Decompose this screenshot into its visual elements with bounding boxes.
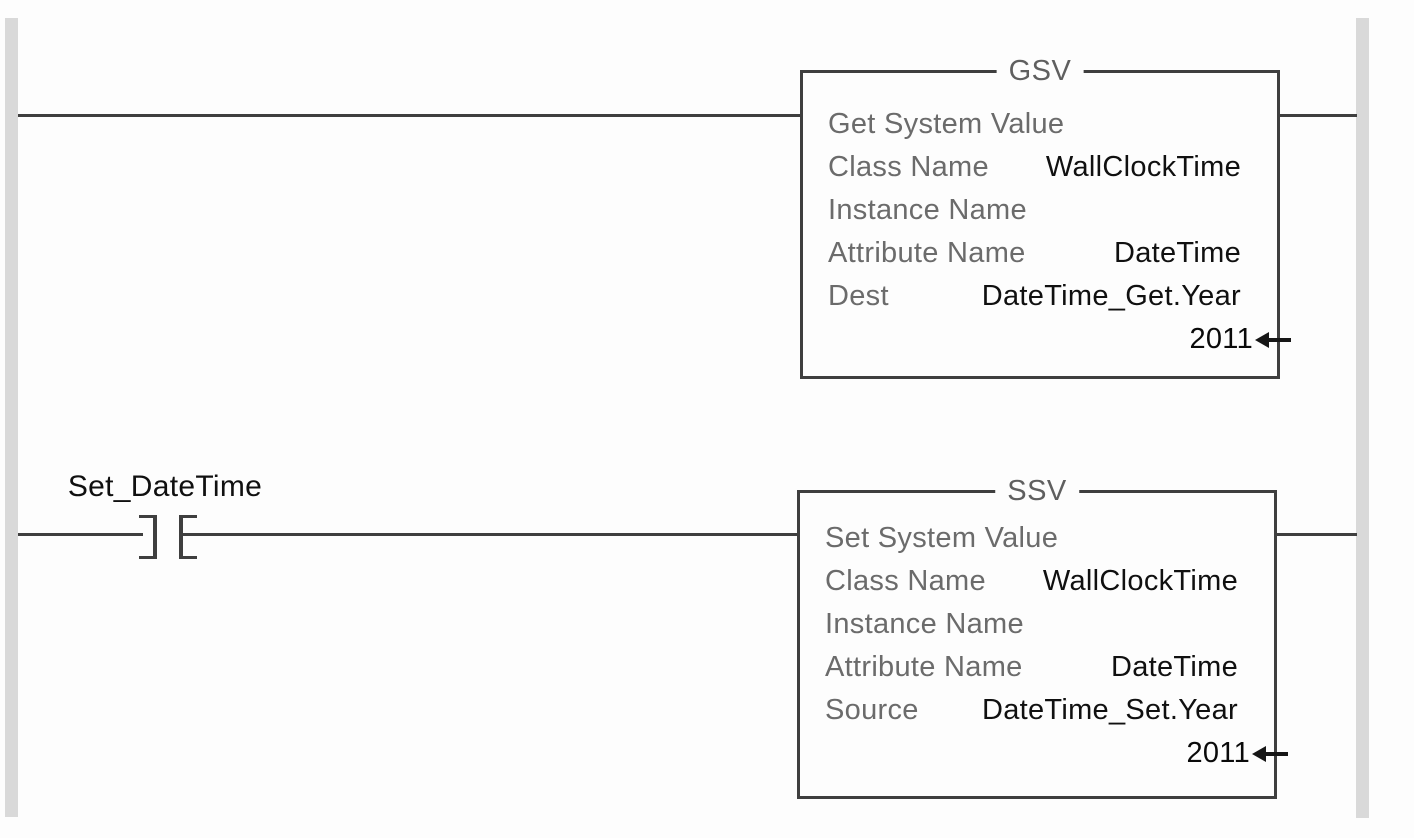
param-label: Attribute Name: [828, 237, 1026, 269]
param-row-class-name: Class Name WallClockTime: [828, 146, 1241, 189]
ssv-mnemonic-label[interactable]: SSV: [995, 476, 1079, 507]
param-row-source: Source DateTime_Set.Year: [825, 689, 1238, 732]
instruction-title: Get System Value: [828, 108, 1065, 140]
param-row-dest: Dest DateTime_Get.Year: [828, 275, 1241, 318]
contact-tag-name[interactable]: Set_DateTime: [67, 470, 263, 503]
gsv-body: Get System Value Class Name WallClockTim…: [803, 73, 1291, 376]
param-operand[interactable]: DateTime: [1110, 651, 1238, 683]
param-operand[interactable]: DateTime_Set.Year: [981, 694, 1238, 726]
param-label: Dest: [828, 280, 889, 312]
current-value-arrow-icon: [1252, 744, 1288, 764]
runtime-value-row: 2011: [828, 318, 1291, 361]
gsv-mnemonic-label[interactable]: GSV: [996, 56, 1084, 87]
runtime-value: 2011: [1189, 323, 1253, 355]
param-label: Class Name: [828, 151, 989, 183]
rung1-wire-right: [1277, 114, 1357, 117]
ssv-body: Set System Value Class Name WallClockTim…: [800, 493, 1288, 796]
param-row-instance-name: Instance Name: [825, 603, 1238, 646]
contact-bracket-left-icon: [139, 515, 157, 559]
param-row-attribute-name: Attribute Name DateTime: [825, 646, 1238, 689]
param-operand[interactable]: DateTime: [1113, 237, 1241, 269]
param-operand[interactable]: WallClockTime: [1045, 151, 1241, 183]
param-label: Source: [825, 694, 919, 726]
param-label: Instance Name: [828, 194, 1027, 226]
param-row-class-name: Class Name WallClockTime: [825, 560, 1238, 603]
power-rail-right: [1356, 18, 1369, 818]
runtime-value-row: 2011: [825, 732, 1288, 775]
power-rail-left: [5, 18, 18, 817]
instruction-title: Set System Value: [825, 522, 1059, 554]
gsv-instruction-block[interactable]: GSV Get System Value Class Name WallCloc…: [800, 56, 1291, 379]
param-label: Class Name: [825, 565, 986, 597]
rung2-wire-middle: [183, 533, 797, 536]
rung2-wire-left: [18, 533, 143, 536]
rung1-wire-left: [18, 114, 803, 117]
current-value-arrow-icon: [1255, 330, 1291, 350]
param-label: Instance Name: [825, 608, 1024, 640]
param-operand[interactable]: WallClockTime: [1042, 565, 1238, 597]
param-operand[interactable]: DateTime_Get.Year: [981, 280, 1241, 312]
runtime-value: 2011: [1186, 737, 1250, 769]
rung2-wire-right: [1277, 533, 1357, 536]
param-row-attribute-name: Attribute Name DateTime: [828, 232, 1241, 275]
contact-bracket-right-icon: [179, 515, 197, 559]
param-label: Attribute Name: [825, 651, 1023, 683]
ssv-instruction-block[interactable]: SSV Set System Value Class Name WallCloc…: [797, 476, 1288, 799]
param-row-instance-name: Instance Name: [828, 189, 1241, 232]
